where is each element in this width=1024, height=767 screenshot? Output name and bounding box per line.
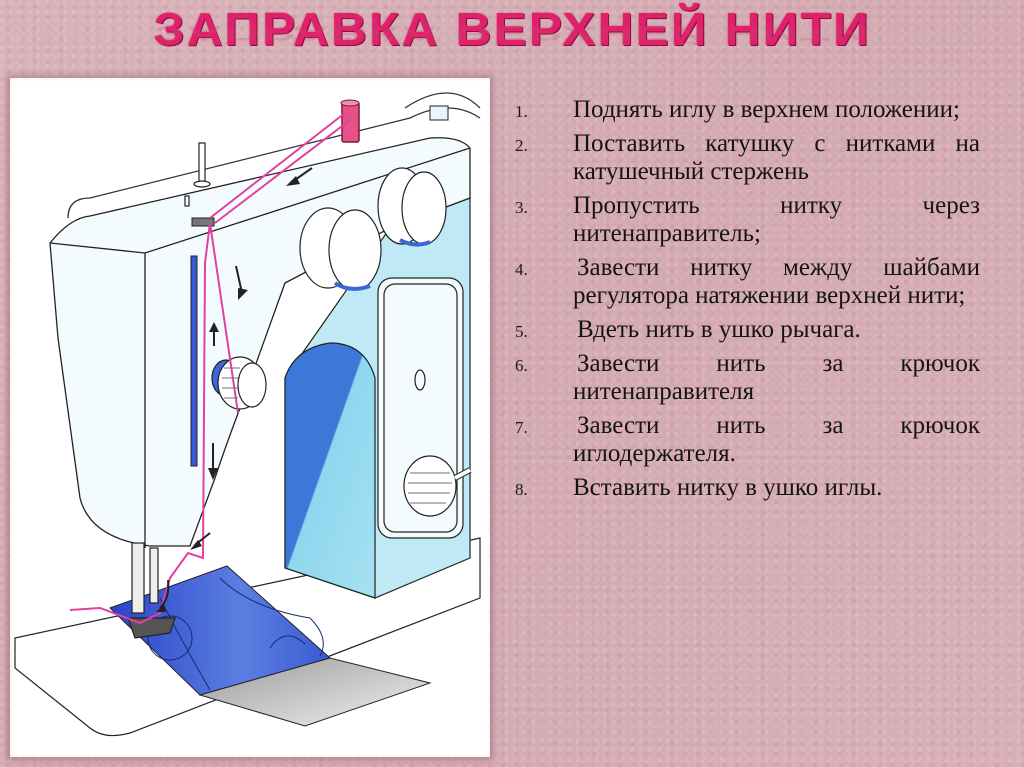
take-up-slot bbox=[190, 255, 198, 467]
step-number: 8. bbox=[515, 480, 528, 499]
arrow-down-icon bbox=[208, 443, 218, 480]
step-item: 1. Поднять иглу в верхнем положении; bbox=[510, 96, 980, 124]
arrow-up-icon bbox=[209, 322, 219, 346]
bobbin-winder-stop bbox=[429, 105, 449, 121]
step-number: 4. bbox=[515, 260, 528, 279]
step-number: 1. bbox=[515, 102, 528, 121]
step-text: Завести нить за крючок иглодержателя. bbox=[573, 412, 980, 467]
step-item: 3. Пропустить нитку через нитенаправител… bbox=[510, 192, 980, 248]
step-number: 6. bbox=[515, 356, 528, 375]
step-text: Завести нитку между шайбами регулятора н… bbox=[573, 254, 980, 309]
step-number: 2. bbox=[515, 136, 528, 155]
step-text: Поднять иглу в верхнем положении; bbox=[573, 96, 960, 123]
pattern-knob bbox=[377, 167, 447, 247]
thread-guide bbox=[191, 217, 215, 227]
tension-dial bbox=[211, 356, 267, 410]
step-item: 2. Поставить катушку с нитками на катуше… bbox=[510, 130, 980, 186]
step-item: 6. Завести нить за крючок нитенаправител… bbox=[510, 350, 980, 406]
arrow-curve-down-icon bbox=[156, 579, 170, 612]
sewing-machine-drawing bbox=[14, 92, 481, 737]
thread-path bbox=[69, 112, 351, 625]
step-text: Завести нить за крючок нитенаправителя bbox=[573, 350, 980, 405]
step-number: 3. bbox=[515, 198, 528, 217]
slide-title-area: ЗАПРАВКА ВЕРХНЕЙ НИТИ bbox=[0, 2, 1024, 76]
speed-knob bbox=[299, 207, 382, 291]
step-item: 4. Завести нитку между шайбами регулятор… bbox=[510, 254, 980, 310]
spool-pin bbox=[184, 142, 211, 207]
arrow-down-left-icon bbox=[286, 167, 313, 186]
direction-arrows bbox=[156, 167, 313, 612]
step-text: Вставить нитку в ушко иглы. bbox=[573, 474, 883, 501]
step-text: Вдеть нить в ушко рычага. bbox=[577, 316, 861, 343]
slide-title: ЗАПРАВКА ВЕРХНЕЙ НИТИ bbox=[153, 3, 871, 55]
thread-spool bbox=[340, 99, 360, 143]
threading-steps-list: 1. Поднять иглу в верхнем положении; 2. … bbox=[510, 96, 980, 508]
step-number: 7. bbox=[515, 418, 528, 437]
step-item: 7. Завести нить за крючок иглодержателя. bbox=[510, 412, 980, 468]
step-text: Пропустить нитку через нитенаправитель; bbox=[573, 192, 980, 247]
sewing-machine-illustration bbox=[10, 78, 490, 757]
arrow-down-icon bbox=[235, 265, 248, 300]
step-number: 5. bbox=[515, 322, 528, 341]
step-item: 5. Вдеть нить в ушко рычага. bbox=[510, 316, 980, 344]
arrow-down-left-icon bbox=[190, 532, 211, 550]
step-item: 8. Вставить нитку в ушко иглы. bbox=[510, 474, 980, 502]
step-text: Поставить катушку с нитками на катушечны… bbox=[573, 130, 980, 185]
